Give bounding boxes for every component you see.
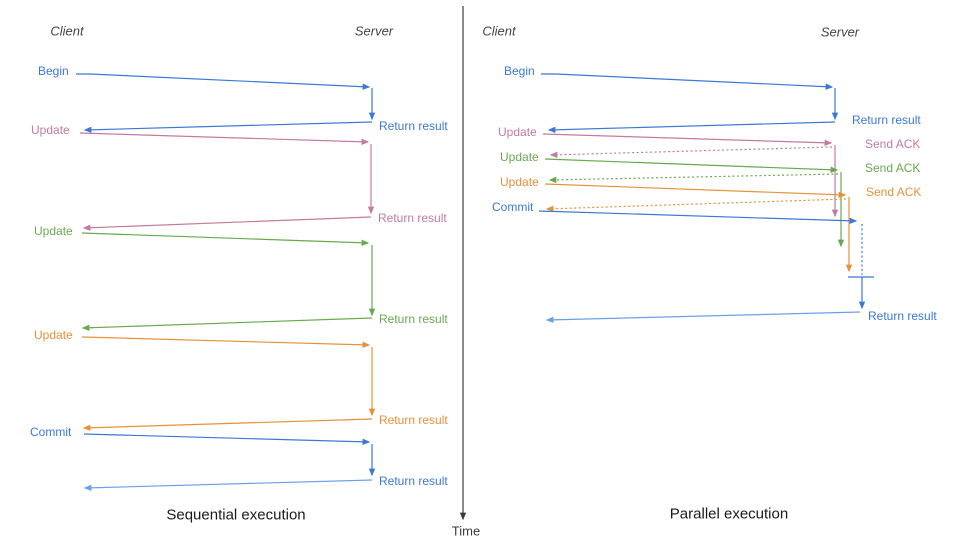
return-result-label: Return result [379,119,448,133]
client-header: Client [482,23,516,39]
begin-label: Begin [504,64,535,78]
sequential-update-request-arrow [81,232,370,246]
return-result-label: Return result [379,474,448,488]
server-header: Server [354,23,394,39]
sequential-update-response-arrow [82,418,373,431]
parallel-update-ack-arrow [549,146,833,159]
commit-label: Commit [492,200,534,214]
return-result-label: Return result [379,312,448,326]
parallel-update-ack-arrow [545,198,847,212]
client-header: Client [50,23,84,39]
time-axis-label: Time [451,523,481,539]
update-label: Update [34,224,73,238]
parallel-commit-request-arrow [538,210,858,224]
parallel-update-request-arrow [544,158,839,173]
parallel-begin-response-arrow [547,121,836,134]
sequential-update-request-arrow [81,336,371,349]
return-result-label: Return result [379,413,448,427]
sequential-commit-request-arrow [83,433,371,446]
sequential-update-response-arrow [82,216,372,231]
return-result-label: Return result [852,113,921,127]
send-ack-label: Send ACK [866,185,922,199]
sequential-commit-response-arrow [83,479,373,492]
parallel-commit-response-arrow [545,311,861,324]
parallel-update-request-arrow [542,133,833,146]
parallel-begin-request-arrow [541,73,834,90]
parallel-update-request-arrow [544,183,847,198]
send-ack-label: Send ACK [865,161,921,175]
update-label: Update [34,328,73,342]
send-ack-label: Send ACK [865,137,921,151]
sequential-begin-request-arrow [76,73,371,90]
server-header: Server [820,24,860,40]
parallel-title: Parallel execution [669,505,789,523]
parallel-update-ack-arrow [548,173,839,184]
update-label: Update [31,123,70,137]
update-label: Update [500,175,539,189]
update-label: Update [500,150,539,164]
update-label: Update [498,125,537,139]
begin-label: Begin [38,64,69,78]
sequential-update-response-arrow [81,317,373,331]
return-result-label: Return result [868,309,937,323]
sequential-begin-response-arrow [83,121,373,134]
commit-label: Commit [30,425,72,439]
sequential-update-request-arrow [79,132,370,145]
sequential-title: Sequential execution [166,506,306,524]
return-result-label: Return result [378,211,447,225]
